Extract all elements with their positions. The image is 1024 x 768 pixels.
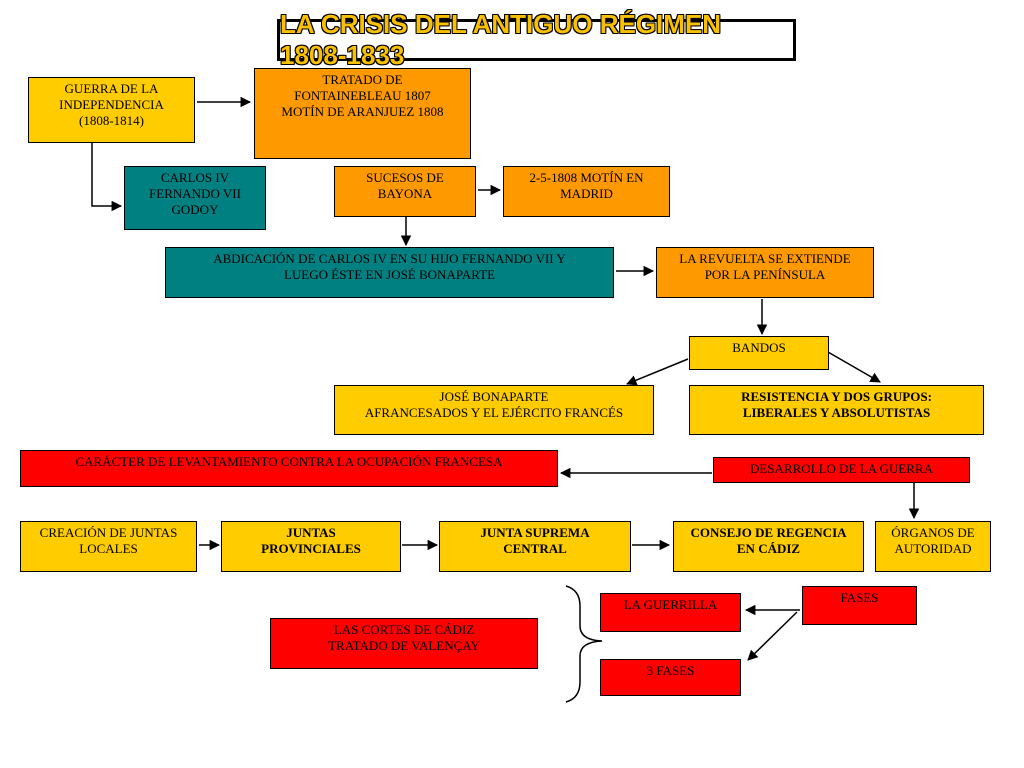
- node-line: JUNTA SUPREMA: [480, 525, 590, 540]
- node-abdicacion: ABDICACIÓN DE CARLOS IV EN SU HIJO FERNA…: [165, 247, 614, 298]
- node-juntas-provinciales: JUNTAS PROVINCIALES: [221, 521, 401, 572]
- node-line: MOTÍN DE ARANJUEZ 1808: [281, 104, 444, 119]
- node-line: MADRID: [560, 186, 613, 201]
- node-line: POR LA PENÍNSULA: [704, 267, 826, 282]
- node-line: FASES: [840, 590, 879, 605]
- node-tratado-fontainebleau: TRATADO DE FONTAINEBLEAU 1807 MOTÍN DE A…: [254, 68, 471, 159]
- node-juntas-locales: CREACIÓN DE JUNTAS LOCALES: [20, 521, 197, 572]
- node-line: CREACIÓN DE JUNTAS: [39, 525, 178, 540]
- node-cortes-cadiz: LAS CORTES DE CÁDIZ TRATADO DE VALENÇAY: [270, 618, 538, 669]
- node-line: AUTORIDAD: [894, 541, 972, 556]
- node-line: LIBERALES Y ABSOLUTISTAS: [742, 405, 931, 420]
- node-line: AFRANCESADOS Y EL EJÉRCITO FRANCÉS: [364, 405, 624, 420]
- node-line: FONTAINEBLEAU 1807: [294, 88, 431, 103]
- node-line: TRATADO DE: [322, 72, 403, 87]
- node-line: GUERRA DE LA: [64, 81, 159, 96]
- node-line: JOSÉ BONAPARTE: [439, 389, 549, 404]
- node-line: ÓRGANOS DE: [891, 525, 975, 540]
- node-line: LAS CORTES DE CÁDIZ: [333, 622, 475, 637]
- node-line: BAYONA: [377, 186, 433, 201]
- node-line: CONSEJO DE REGENCIA: [690, 525, 847, 540]
- diagram-title-text: LA CRISIS DEL ANTIGUO RÉGIMEN 1808-1833: [280, 9, 722, 70]
- node-line: ABDICACIÓN DE CARLOS IV EN SU HIJO FERNA…: [213, 251, 566, 266]
- node-line: CENTRAL: [503, 541, 567, 556]
- node-line: FERNANDO VII: [149, 186, 241, 201]
- node-line: 2-5-1808 MOTÍN EN: [529, 170, 644, 185]
- node-line: 3 FASES: [646, 663, 695, 678]
- node-line: LA GUERRILLA: [623, 597, 718, 612]
- arrow-fases-to-tresfases: [747, 611, 798, 661]
- node-desarrollo: DESARROLLO DE LA GUERRA: [713, 457, 970, 483]
- node-line: LUEGO ÉSTE EN JOSÉ BONAPARTE: [283, 267, 496, 282]
- node-line: CARLOS IV: [160, 170, 230, 185]
- node-resistencia: RESISTENCIA Y DOS GRUPOS: LIBERALES Y AB…: [689, 385, 984, 435]
- node-guerrilla: LA GUERRILLA: [600, 593, 741, 632]
- node-junta-suprema: JUNTA SUPREMA CENTRAL: [439, 521, 631, 572]
- node-line: EN CÁDIZ: [736, 541, 801, 556]
- node-consejo-regencia: CONSEJO DE REGENCIA EN CÁDIZ: [673, 521, 864, 572]
- node-carlos-fernando-godoy: CARLOS IV FERNANDO VII GODOY: [124, 166, 266, 230]
- node-organos-autoridad: ÓRGANOS DE AUTORIDAD: [875, 521, 991, 572]
- arrow-guerra-to-carlos: [91, 143, 123, 212]
- node-jose-bonaparte: JOSÉ BONAPARTE AFRANCESADOS Y EL EJÉRCIT…: [334, 385, 654, 435]
- node-motin-madrid: 2-5-1808 MOTÍN EN MADRID: [503, 166, 670, 217]
- node-line: CARÁCTER DE LEVANTAMIENTO CONTRA LA OCUP…: [75, 454, 503, 469]
- node-line: JUNTAS: [286, 525, 336, 540]
- node-caracter: CARÁCTER DE LEVANTAMIENTO CONTRA LA OCUP…: [20, 450, 558, 487]
- diagram-title: LA CRISIS DEL ANTIGUO RÉGIMEN 1808-1833: [277, 9, 796, 70]
- node-line: TRATADO DE VALENÇAY: [328, 638, 480, 653]
- node-line: SUCESOS DE: [366, 170, 444, 185]
- node-sucesos-bayona: SUCESOS DE BAYONA: [334, 166, 476, 217]
- arrow-bandos-to-resistencia: [827, 351, 881, 383]
- arrow-bandos-to-jose: [626, 358, 689, 386]
- node-guerra-independencia: GUERRA DE LA INDEPENDENCIA (1808-1814): [28, 77, 195, 143]
- node-line: RESISTENCIA Y DOS GRUPOS:: [741, 389, 932, 404]
- node-bandos: BANDOS: [689, 336, 829, 370]
- node-fases: FASES: [802, 586, 917, 625]
- node-revuelta: LA REVUELTA SE EXTIENDE POR LA PENÍNSULA: [656, 247, 874, 298]
- brace-cortes: [565, 585, 603, 703]
- node-line: (1808-1814): [79, 113, 144, 128]
- node-line: DESARROLLO DE LA GUERRA: [749, 461, 934, 476]
- node-tres-fases: 3 FASES: [600, 659, 741, 696]
- node-line: BANDOS: [732, 340, 786, 355]
- node-line: INDEPENDENCIA: [59, 97, 164, 112]
- node-line: PROVINCIALES: [261, 541, 361, 556]
- node-line: LA REVUELTA SE EXTIENDE: [679, 251, 851, 266]
- node-line: LOCALES: [79, 541, 138, 556]
- node-line: GODOY: [171, 202, 219, 217]
